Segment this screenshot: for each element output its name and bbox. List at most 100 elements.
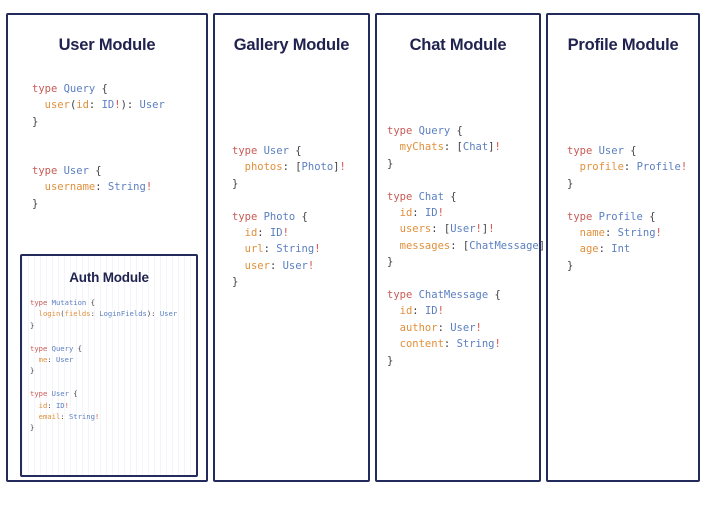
code-line: profile: Profile!: [567, 159, 698, 175]
code-token: user: [232, 259, 270, 272]
code-token: :: [88, 99, 102, 112]
code-line: type User {: [567, 143, 698, 159]
code-token: ]: [488, 141, 495, 154]
code-token: String: [617, 227, 656, 240]
code-line: type User {: [32, 163, 206, 179]
code-token: !: [475, 321, 482, 334]
panel-user-module[interactable]: User Module type Query { user(id: ID!): …: [6, 13, 208, 482]
code-line: id: ID!: [387, 205, 539, 221]
code-token: :: [47, 400, 56, 410]
code-line: [232, 192, 368, 208]
code-token: !: [494, 338, 501, 351]
code-token: User: [63, 165, 89, 178]
code-line: name: String!: [567, 225, 698, 241]
code-token: type: [387, 289, 419, 302]
panel-gallery-module-title: Gallery Module: [233, 36, 350, 54]
code-token: {: [288, 145, 302, 157]
code-line: [32, 147, 206, 163]
code-token: Chat: [418, 190, 444, 203]
code-line: author: User!: [387, 320, 539, 336]
code-line: content: String!: [387, 336, 539, 352]
code-token: (: [69, 99, 77, 112]
panel-user-module-code: type Query { user(id: ID!): User} type U…: [32, 81, 206, 212]
code-token: }: [32, 115, 39, 128]
code-token: {: [295, 210, 308, 223]
code-line: type ChatMessage {: [387, 287, 539, 303]
code-token: !: [145, 181, 153, 194]
code-token: ID: [269, 227, 283, 240]
code-token: myChats: [387, 141, 444, 154]
code-line: age: Int: [567, 241, 698, 257]
code-token: !: [307, 259, 315, 272]
code-token: {: [488, 289, 501, 302]
code-line: type User {: [232, 143, 368, 159]
code-token: age: [567, 243, 599, 256]
code-token: : [: [450, 239, 470, 252]
code-line: [32, 130, 206, 146]
code-token: User: [450, 223, 476, 236]
code-line: type Query {: [387, 123, 539, 139]
code-token: Int: [611, 243, 631, 256]
panel-profile-module[interactable]: Profile Module type User { profile: Prof…: [546, 13, 700, 482]
code-token: :: [598, 243, 612, 256]
code-token: :: [95, 181, 108, 194]
code-line: }: [30, 320, 196, 331]
code-token: type: [32, 165, 64, 178]
code-line: }: [567, 176, 698, 192]
code-line: user: User!: [232, 258, 368, 274]
code-token: :: [90, 309, 100, 319]
code-line: id: ID!: [232, 225, 368, 241]
code-token: id: [387, 207, 413, 220]
code-token: :: [412, 207, 425, 220]
code-line: myChats: [Chat]!: [387, 139, 539, 155]
code-token: :: [437, 321, 451, 334]
code-line: }: [32, 196, 206, 212]
code-token: User: [282, 259, 308, 272]
code-token: ID: [101, 99, 115, 112]
code-token: !: [64, 400, 69, 410]
code-line: [30, 331, 196, 342]
code-token: String: [276, 243, 315, 256]
code-token: LoginFields: [99, 309, 147, 319]
code-token: type: [30, 343, 52, 353]
code-line: username: String!: [32, 179, 206, 195]
code-line: }: [387, 353, 539, 369]
code-token: name: [567, 227, 605, 240]
code-token: : [: [443, 141, 463, 154]
code-token: ChatMessage: [469, 239, 539, 252]
panel-chat-module[interactable]: Chat Module type Query { myChats: [Chat]…: [375, 13, 552, 482]
code-line: user(id: ID!): User: [32, 97, 206, 113]
code-token: User: [598, 145, 624, 157]
code-token: }: [567, 177, 574, 190]
code-token: Chat: [462, 141, 489, 154]
code-line: }: [30, 365, 196, 376]
code-line: messages: [ChatMessage]!: [387, 238, 552, 254]
panel-auth-module[interactable]: Auth Module type Mutation { login(fields…: [20, 254, 198, 477]
code-token: users: [387, 223, 432, 236]
code-line: type Chat {: [387, 189, 539, 205]
code-token: !: [494, 141, 501, 154]
code-line: [387, 271, 539, 287]
code-token: type: [567, 210, 599, 223]
code-token: Query: [51, 343, 74, 353]
code-token: :: [269, 259, 283, 272]
code-line: }: [387, 254, 539, 270]
code-token: type: [32, 83, 64, 95]
code-token: : [: [282, 161, 302, 174]
code-token: ):: [146, 309, 160, 319]
code-token: id: [232, 227, 258, 240]
code-token: login: [30, 309, 61, 319]
panel-gallery-module[interactable]: Gallery Module type User { photos: [Phot…: [213, 13, 370, 482]
code-token: !: [94, 412, 100, 422]
code-token: ):: [120, 99, 140, 112]
code-token: :: [412, 305, 425, 318]
code-token: profile: [567, 161, 624, 174]
code-token: !: [437, 207, 444, 220]
code-line: type Mutation {: [30, 297, 196, 308]
code-token: (: [60, 309, 65, 319]
code-token: id: [76, 99, 89, 112]
code-token: photos: [232, 161, 283, 174]
code-token: user: [32, 99, 70, 112]
code-token: Profile: [636, 161, 681, 174]
code-token: String: [456, 338, 495, 351]
